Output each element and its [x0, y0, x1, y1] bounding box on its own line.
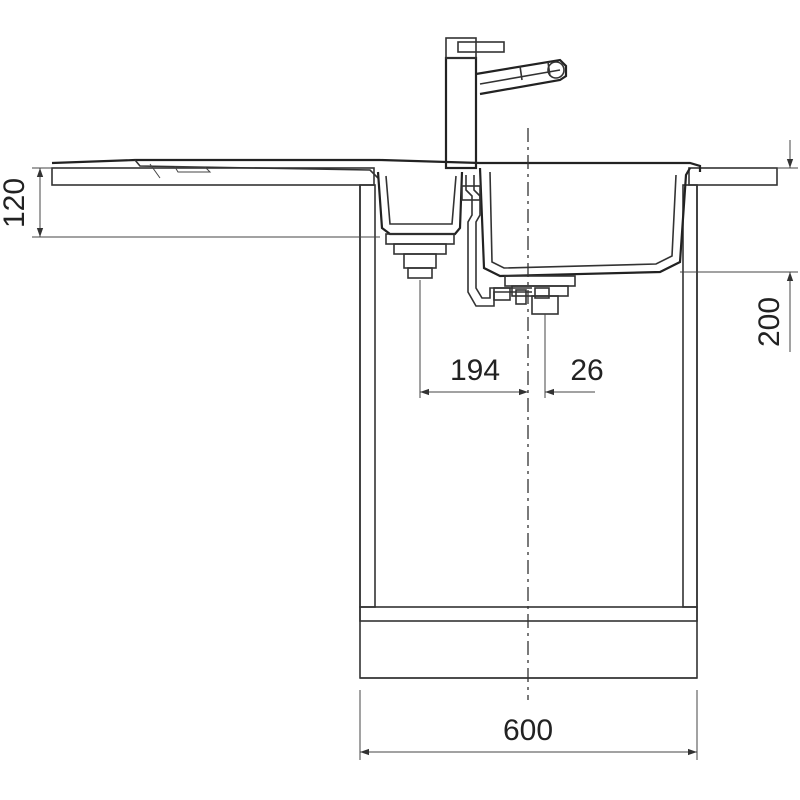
dim-cabinet-width: 600 [359, 690, 698, 760]
faucet [444, 37, 568, 170]
faucet-lever [457, 41, 505, 53]
sink [51, 158, 702, 315]
dim-bowl-depth: 200 [680, 140, 798, 352]
dim-label-194: 194 [450, 354, 500, 387]
dim-drain-offsets: 194 26 [419, 280, 604, 398]
worktop-left [51, 167, 375, 186]
dim-label-120: 120 [0, 178, 31, 228]
dim-label-26: 26 [570, 354, 603, 387]
worktop-right [688, 167, 778, 186]
cabinet-right-wall [682, 184, 698, 608]
cabinet-left-wall [359, 184, 376, 608]
worktop [51, 167, 778, 186]
dim-counter-thickness: 120 [0, 167, 380, 238]
faucet-body [444, 56, 478, 170]
dim-label-600: 600 [503, 714, 553, 747]
dim-label-200: 200 [753, 297, 786, 347]
